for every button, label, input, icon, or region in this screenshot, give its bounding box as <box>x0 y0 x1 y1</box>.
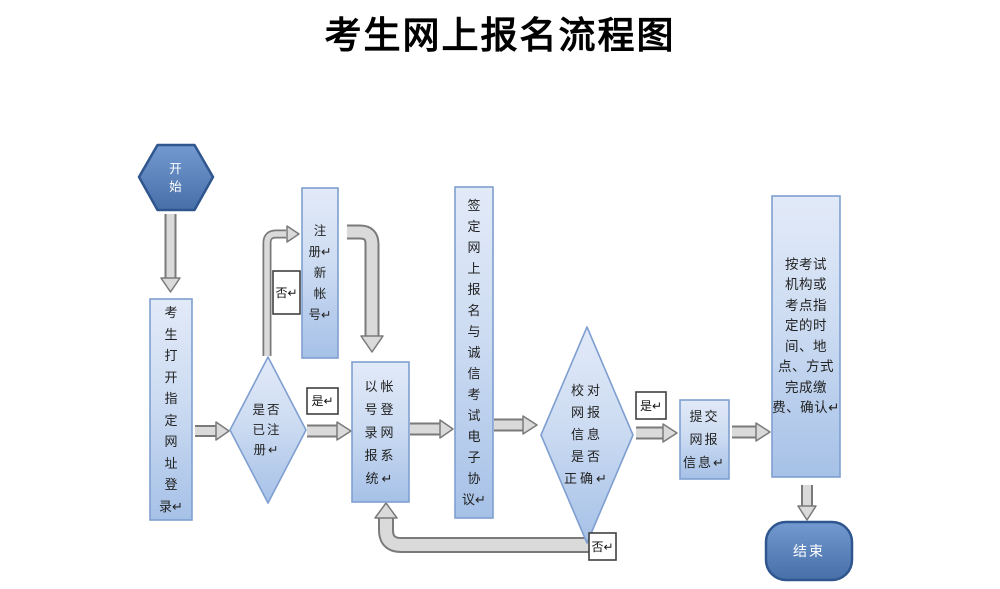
pay-confirm-node-label: 按考试 机构或 考点指 定的时 间、地 点、方式 完成缴 费、确认↵ <box>772 256 840 416</box>
arrow-no-loop-to-login-system <box>374 502 603 553</box>
page-title: 考生网上报名流程图 <box>324 13 676 57</box>
yes-label-box-1 <box>306 387 339 415</box>
register-new-account-node-label: 注 册↵ 新 帐 号↵ <box>308 223 332 322</box>
open-site-node-label: 考 生 打 开 指 定 网 址 登 录↵ <box>159 305 183 514</box>
no-label-1: 否↵ <box>275 285 298 300</box>
arrow-yes-to-submit-info <box>636 423 678 443</box>
arrow-open-site-to-is-registered <box>195 421 230 441</box>
yes-label-1: 是↵ <box>311 394 334 408</box>
end-rounded-shape <box>764 520 854 582</box>
arrow-start-to-open-site <box>160 214 181 293</box>
sign-agreement-rect-shape <box>454 186 494 519</box>
arrow-login-to-sign-agreement <box>410 419 454 439</box>
submit-info-rect-shape <box>679 399 730 480</box>
start-hexagon-shape <box>137 143 215 212</box>
start-node-label: 开 始 <box>169 161 183 194</box>
register-new-account-rect-shape <box>301 187 339 359</box>
verify-info-diamond-shape <box>540 326 634 544</box>
yes-label-box-2 <box>635 391 667 420</box>
arrow-yes-to-login-system <box>307 421 352 441</box>
sign-agreement-node-label: 签 定 网 上 报 名 与 诚 信 考 试 电 子 协 议↵ <box>462 198 486 507</box>
arrow-pay-confirm-to-end <box>797 485 817 521</box>
arrow-submit-to-pay-confirm <box>732 422 771 442</box>
open-site-rect-shape <box>149 298 193 521</box>
verify-info-node-label: 校对 网报 信息 是否 正确↵ <box>564 383 610 486</box>
arrow-no-to-register-new-account <box>262 225 300 356</box>
login-system-node-label: 以帐 号登 录网 报系 统↵ <box>364 378 397 486</box>
login-system-rect-shape <box>351 361 410 503</box>
submit-info-node-label: 提交 网报 信息↵ <box>683 409 726 470</box>
no-label-2: 否↵ <box>591 539 614 554</box>
is-registered-node-label: 是否 已注 册↵ <box>252 403 282 457</box>
no-label-box-2 <box>588 532 617 561</box>
is-registered-diamond-shape <box>229 356 307 504</box>
yes-label-2: 是↵ <box>639 398 663 413</box>
arrow-sign-to-verify-info <box>494 415 538 435</box>
end-node-label: 结束 <box>793 543 825 559</box>
pay-confirm-rect-shape <box>771 195 841 478</box>
no-label-box-1 <box>272 270 301 315</box>
arrow-register-to-login-system <box>347 224 384 353</box>
